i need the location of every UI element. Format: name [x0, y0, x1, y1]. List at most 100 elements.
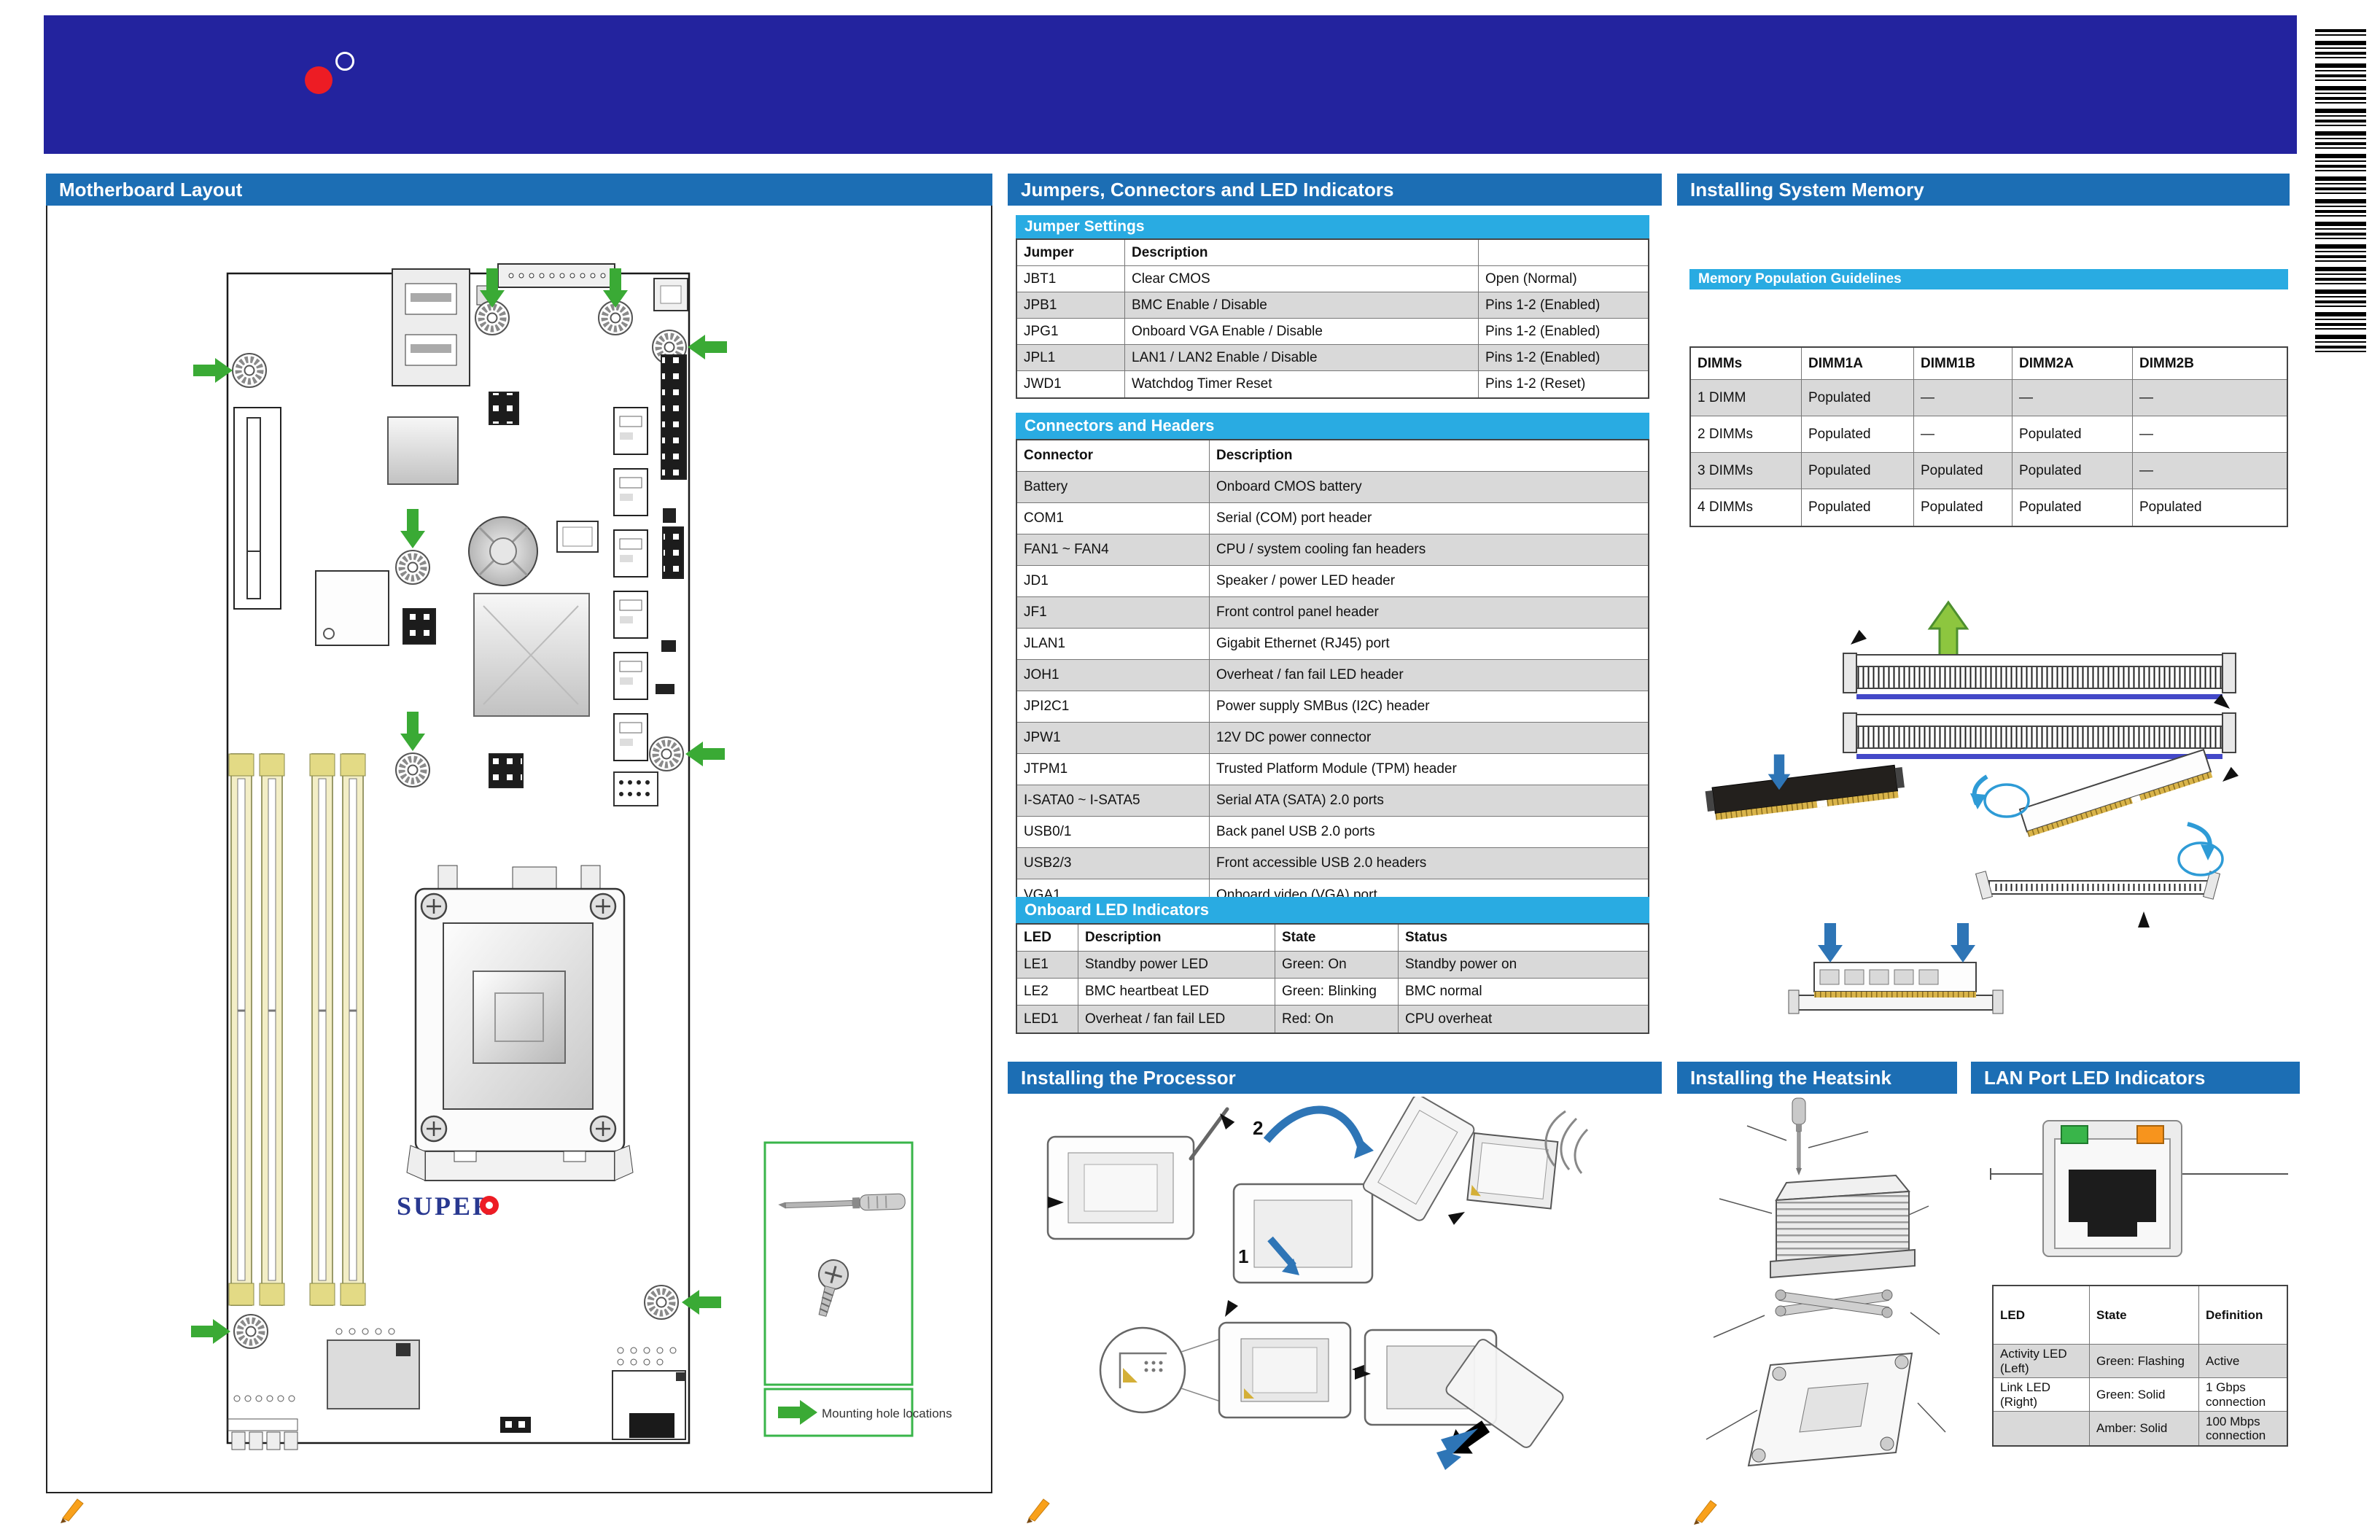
cell: JPB1 [1017, 292, 1125, 319]
cell: USB2/3 [1017, 848, 1210, 879]
cell: Populated [1802, 380, 1914, 416]
cpu-fig-hold-cpu [1447, 1110, 1589, 1225]
table-row: USB2/3 Front accessible USB 2.0 headers [1017, 848, 1648, 879]
legend-text: Mounting hole locations [822, 1407, 952, 1420]
header-cell: Description [1078, 925, 1275, 952]
cell: Battery [1017, 472, 1210, 503]
board-diagram: SUPER [191, 263, 952, 1450]
cell: Populated [1914, 453, 2012, 489]
battery [468, 516, 599, 586]
header-cell: Jumper [1017, 240, 1125, 266]
table-row: JF1 Front control panel header [1017, 597, 1648, 629]
cell: Watchdog Timer Reset [1125, 371, 1479, 397]
cell: LE2 [1017, 979, 1078, 1006]
cpu-fig-align [1099, 1299, 1368, 1419]
link-led-icon [2136, 1125, 2164, 1144]
rj45-port [2042, 1120, 2182, 1257]
dimm-install-figures [1705, 601, 2239, 1014]
header-cell: LED [1994, 1286, 2090, 1345]
header-cell: LED [1017, 925, 1078, 952]
cell: Onboard VGA Enable / Disable [1125, 319, 1479, 345]
screwdriver-icon [778, 1193, 906, 1211]
cell: Front control panel header [1210, 597, 1648, 629]
cell: Green: Blinking [1275, 979, 1399, 1006]
cell: Gigabit Ethernet (RJ45) port [1210, 629, 1648, 660]
table-header-row: LED State Definition [1994, 1286, 2287, 1345]
cell: JF1 [1017, 597, 1210, 629]
sata-ports [613, 407, 648, 761]
table-row: 4 DIMMs Populated Populated Populated Po… [1691, 489, 2287, 526]
cell: JPI2C1 [1017, 691, 1210, 723]
cell: LED1 [1017, 1006, 1078, 1032]
cell: JLAN1 [1017, 629, 1210, 660]
cell: 2 DIMMs [1691, 416, 1802, 453]
cpu-fig-open-plate: 2 1 [1232, 1097, 1475, 1284]
jumper-section-title: Jumper Settings [1016, 215, 1649, 238]
header-cell: DIMMs [1691, 348, 1802, 380]
table-row: 1 DIMM Populated — — — [1691, 380, 2287, 416]
header-cell: DIMM1A [1802, 348, 1914, 380]
dimm-module-figure [1705, 754, 1905, 820]
cell: Standby power LED [1078, 952, 1275, 979]
led-indicators-table: LED Description State Status LE1 Standby… [1016, 923, 1649, 1034]
cell: Green: On [1275, 952, 1399, 979]
cell: Amber: Solid [2090, 1412, 2199, 1446]
tools-box [763, 1141, 914, 1386]
cell: Active [2199, 1345, 2287, 1379]
table-row: LED1 Overheat / fan fail LED Red: On CPU… [1017, 1006, 1648, 1032]
bottom-connectors [228, 1328, 686, 1450]
dimm-slot [228, 753, 254, 1306]
cell: Open (Normal) [1479, 266, 1648, 292]
cell: Serial ATA (SATA) 2.0 ports [1210, 785, 1648, 817]
table-row: 3 DIMMs Populated Populated Populated — [1691, 453, 2287, 489]
top-banner [44, 15, 2297, 154]
cell: Standby power on [1399, 952, 1648, 979]
cell: CPU / system cooling fan headers [1210, 534, 1648, 566]
step-label: 1 [1238, 1245, 1248, 1267]
table-row: JLAN1 Gigabit Ethernet (RJ45) port [1017, 629, 1648, 660]
table-header-row: Connector Description [1017, 440, 1648, 472]
cell: BMC normal [1399, 979, 1648, 1006]
cell: JPW1 [1017, 723, 1210, 754]
note-pencil-icon [1694, 1500, 1717, 1525]
cell [1994, 1412, 2090, 1446]
cell: Back panel USB 2.0 ports [1210, 817, 1648, 848]
lan-led-table: LED State Definition Activity LED (Left)… [1992, 1285, 2288, 1447]
screwdriver-vertical-icon [1792, 1097, 1806, 1175]
table-row: 2 DIMMs Populated — Populated — [1691, 416, 2287, 453]
jumper-settings-table: Jumper Description JBT1 Clear CMOS Open … [1016, 238, 1649, 399]
cell: Populated [1802, 416, 1914, 453]
pcie-slot [233, 407, 281, 610]
cell: Populated [2139, 499, 2202, 516]
header-cell: Definition [2199, 1286, 2287, 1345]
cell: Clear CMOS [1125, 266, 1479, 292]
header-cell: DIMM2B [2133, 348, 2287, 380]
green-up-arrow-icon [1929, 601, 1968, 663]
table-row: LE2 BMC heartbeat LED Green: Blinking BM… [1017, 979, 1648, 1006]
cell: BMC heartbeat LED [1078, 979, 1275, 1006]
table-row: JTPM1 Trusted Platform Module (TPM) head… [1017, 754, 1648, 785]
table-row: JPW1 12V DC power connector [1017, 723, 1648, 754]
cell: 12V DC power connector [1210, 723, 1648, 754]
table-row: JPB1 BMC Enable / Disable Pins 1-2 (Enab… [1017, 292, 1648, 319]
table-row: COM1 Serial (COM) port header [1017, 503, 1648, 534]
cell: — [2133, 453, 2287, 489]
cell: JD1 [1017, 566, 1210, 597]
note-pencil-icon [1027, 1498, 1050, 1523]
cell: Activity LED (Left) [1994, 1345, 2090, 1379]
step-label: 2 [1253, 1117, 1263, 1139]
cell: Populated [2012, 489, 2133, 526]
connectors-table: Connector Description Battery Onboard CM… [1016, 439, 1649, 912]
header-cell: Description [1210, 440, 1648, 472]
dimm-insertion-figure [1970, 748, 2239, 928]
connector-section-title: Connectors and Headers [1016, 413, 1649, 439]
table-header-row: DIMMs DIMM1A DIMM1B DIMM2A DIMM2B [1691, 348, 2287, 380]
layout-panel-title: Motherboard Layout [46, 174, 992, 206]
table-body: Activity LED (Left) Green: Flashing Acti… [1994, 1345, 2287, 1446]
cell: Speaker / power LED header [1210, 566, 1648, 597]
note-pencil-icon [61, 1498, 84, 1523]
cell: Onboard CMOS battery [1210, 472, 1648, 503]
cell: JTPM1 [1017, 754, 1210, 785]
cell: — [2133, 380, 2287, 416]
